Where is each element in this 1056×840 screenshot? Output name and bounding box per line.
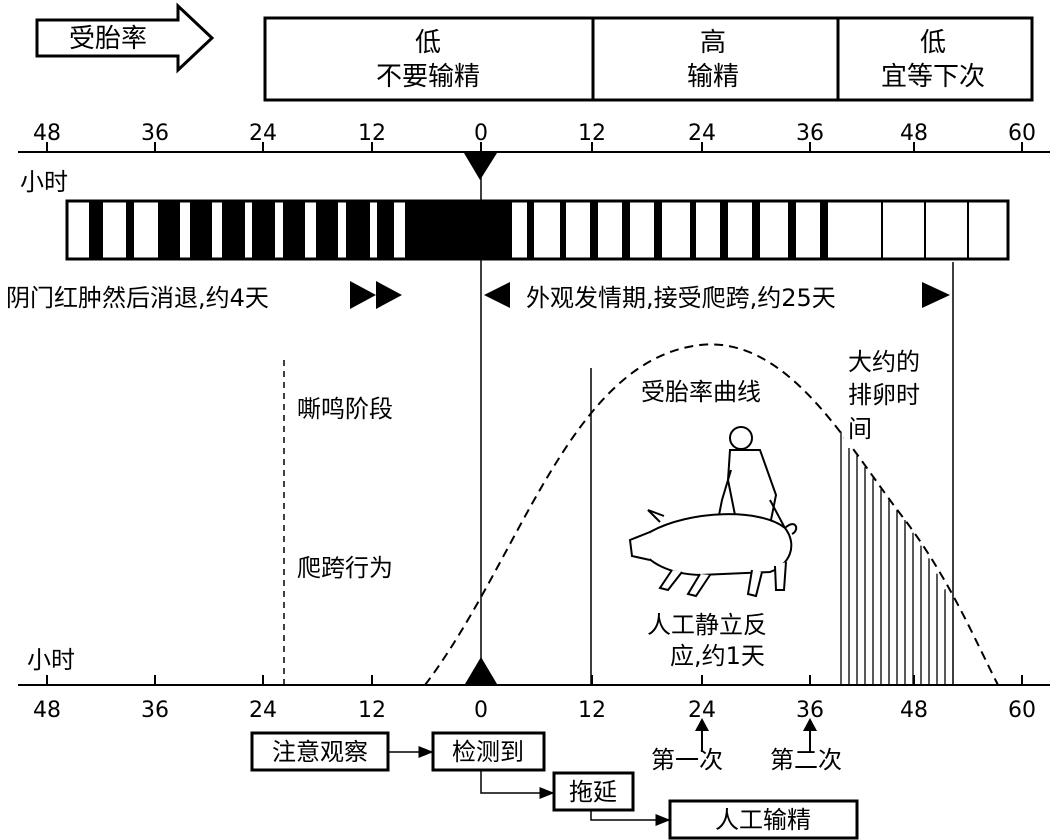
ovulation-hatching	[840, 431, 946, 685]
bar-stripe	[590, 201, 598, 259]
estrus-label: 外观发情期,接受爬跨,约25天	[526, 284, 836, 312]
bar-stripe	[752, 201, 760, 259]
detected-box	[431, 731, 546, 772]
top-axis-tick-label-2: 24	[249, 121, 277, 146]
bar-stripe	[190, 201, 212, 259]
ovulation-label-line2: 排卵时	[848, 381, 920, 409]
bar-stripe	[527, 201, 534, 259]
observe-label: 注意观察	[272, 738, 368, 766]
duration-row: 阴门红肿然后消退,约4天 外观发情期,接受爬跨,约25天	[6, 281, 950, 312]
insemination-box	[668, 799, 859, 840]
bottom-axis-tick-label-5: 12	[578, 698, 606, 723]
top-axis-tick-label-1: 36	[141, 121, 169, 146]
top-axis-tick-label-9: 60	[1008, 121, 1036, 146]
bar-stripe	[158, 201, 180, 259]
bar-stripe	[654, 201, 662, 259]
grunting-stage-label: 嘶鸣阶段	[297, 395, 393, 423]
bar-stripe	[377, 201, 394, 259]
bar-stripe	[690, 201, 696, 259]
bar-stripe	[820, 201, 828, 259]
bottom-axis-tick-label-1: 36	[141, 698, 169, 723]
mounting-behavior-label: 爬跨行为	[297, 554, 393, 582]
bar-stripe	[788, 201, 796, 259]
estrus-intensity-bar	[65, 199, 1010, 261]
conception-rate-curve	[424, 343, 999, 686]
estrus-left-arrow-icon	[484, 282, 510, 308]
bar-outline	[65, 199, 1010, 261]
top-axis-tick-label-6: 24	[688, 121, 716, 146]
bottom-axis-tick-label-8: 48	[900, 698, 928, 723]
segment-low-later-level: 低	[920, 28, 946, 58]
swelling-label: 阴门红肿然后消退,约4天	[6, 284, 269, 312]
segment-high-advice: 输精	[687, 62, 739, 92]
top-axis-tick-label-4: 0	[474, 121, 488, 146]
conception-rate-arrow	[35, 2, 215, 74]
bar-stripe	[222, 201, 245, 259]
bar-stripe	[720, 201, 728, 259]
segment-low-advice: 不要输精	[376, 62, 480, 92]
observe-box	[250, 731, 390, 772]
top-axis-tick-label-7: 36	[796, 121, 824, 146]
bottom-zero-marker	[465, 657, 497, 684]
bar-stripe	[283, 201, 305, 259]
bottom-axis-tick-label-4: 0	[474, 698, 488, 723]
bar-stripe	[252, 201, 275, 259]
top-axis-tick-label-5: 12	[578, 121, 606, 146]
bar-stripe	[405, 201, 512, 259]
bar-stripe	[346, 201, 370, 259]
delay-box	[552, 771, 635, 812]
top-axis: 48 36 24 12 0 12 24 36 48 60 小时	[18, 121, 1050, 196]
bar-stripe	[622, 201, 630, 259]
banner: 受胎率 低 不要输精 高 输精 低 宜等下次	[35, 2, 1034, 102]
bar-stripe	[316, 201, 338, 259]
bar-stripe	[126, 201, 134, 259]
segment-low-later-advice: 宜等下次	[881, 62, 985, 92]
segment-high-level: 高	[700, 28, 726, 58]
first-insemination-arrow-icon	[695, 718, 709, 731]
detected-label: 检测到	[452, 738, 524, 766]
top-axis-unit: 小时	[20, 168, 68, 196]
estrus-right-arrow-icon	[922, 282, 950, 308]
double-arrow-right-icon	[350, 281, 402, 309]
standing-reflex-line1: 人工静立反	[647, 611, 767, 639]
second-insemination-arrow-icon	[803, 718, 817, 731]
top-axis-tick-label-8: 48	[900, 121, 928, 146]
bottom-axis-tick-label-9: 60	[1008, 698, 1036, 723]
bottom-axis-tick-label-3: 12	[358, 698, 386, 723]
bottom-axis-tick-label-0: 48	[33, 698, 61, 723]
bottom-axis-unit: 小时	[27, 646, 75, 674]
segment-low-level: 低	[415, 28, 441, 58]
delay-label: 拖延	[569, 778, 617, 806]
first-insemination-label: 第一次	[651, 746, 723, 774]
top-axis-tick-label-3: 12	[358, 121, 386, 146]
ovulation-label-line1: 大约的	[848, 348, 920, 376]
insemination-label: 人工输精	[715, 806, 811, 834]
bar-stripe	[560, 201, 566, 259]
bar-stripe	[89, 201, 103, 259]
second-insemination-label: 第二次	[770, 746, 842, 774]
pig-with-person-icon	[628, 426, 798, 598]
ovulation-label-line3: 间	[848, 415, 872, 443]
detection-flow: 注意观察 检测到 拖延 人工输精	[250, 731, 859, 840]
standing-reflex-line2: 应,约1天	[670, 642, 765, 670]
curve-label: 受胎率曲线	[641, 378, 761, 406]
top-axis-tick-label-0: 48	[33, 121, 61, 146]
bottom-axis-tick-label-2: 24	[249, 698, 277, 723]
conception-rate-arrow-label: 受胎率	[69, 24, 147, 54]
conception-banner-box	[263, 16, 1034, 102]
top-zero-marker	[464, 153, 497, 180]
